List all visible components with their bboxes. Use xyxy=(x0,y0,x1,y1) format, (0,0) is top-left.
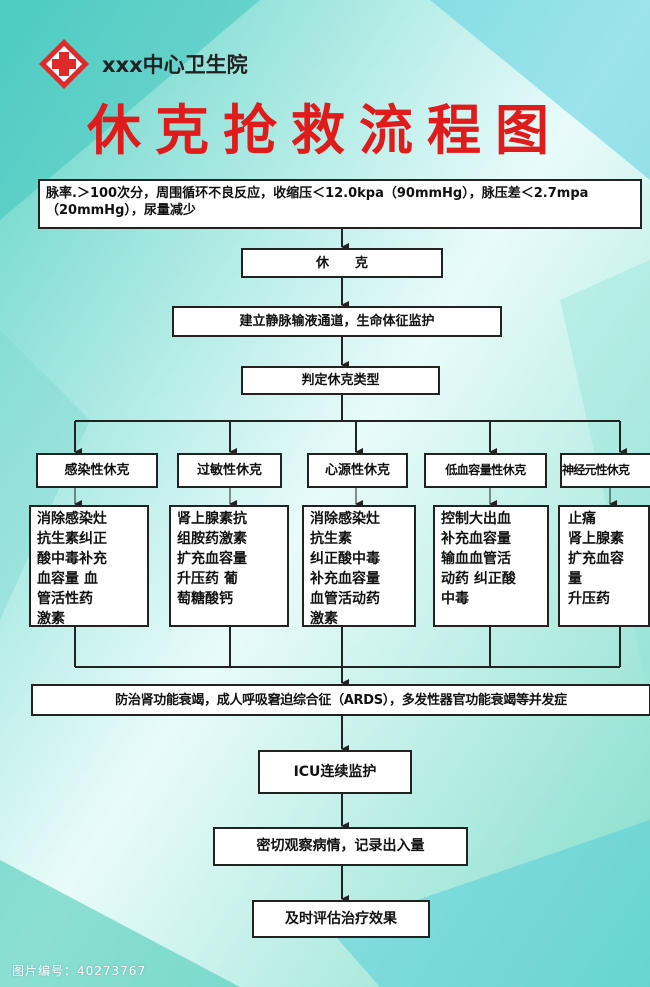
hospital-name: xxx中心卫生院 xyxy=(102,53,248,77)
page-title: 休克抢救流程图 xyxy=(87,98,563,162)
observe-box: 密切观察病情，记录出入量 xyxy=(213,827,468,866)
treatment-box-septic: 消除感染灶 抗生素纠正 酸中毒补充 血容量 血 管活性药 激素 xyxy=(29,505,149,627)
header: xxx中心卫生院 xyxy=(38,38,248,90)
watermark: 图片编号：40273767 xyxy=(12,964,147,978)
treatment-box-anaphylactic: 肾上腺素抗 组胺药激素 扩充血容量 升压药 葡 萄糖酸钙 xyxy=(169,505,289,627)
type-box-hypovolemic: 低血容量性休克 xyxy=(424,453,547,488)
iv-monitor-box: 建立静脉输液通道，生命体征监护 xyxy=(172,306,502,337)
type-box-septic: 感染性休克 xyxy=(36,453,158,488)
red-cross-icon xyxy=(39,39,89,89)
criteria-box: 脉率.＞100次分，周围循环不良反应，收缩压＜12.0kpa（90mmHg），脉… xyxy=(38,179,642,229)
evaluate-box: 及时评估治疗效果 xyxy=(252,900,430,938)
complications-box: 防治肾功能衰竭，成人呼吸窘迫综合征（ARDS），多发性器官功能衰竭等并发症 xyxy=(31,684,650,716)
type-box-neurogenic: 神经元性休克 xyxy=(560,453,650,488)
classify-box: 判定休克类型 xyxy=(241,366,440,395)
icu-box: ICU连续监护 xyxy=(258,750,412,794)
treatment-box-neurogenic: 止痛 肾上腺素 扩充血容 量 升压药 xyxy=(558,505,650,627)
type-box-cardiogenic: 心源性休克 xyxy=(307,453,408,488)
type-box-anaphylactic: 过敏性休克 xyxy=(177,453,282,488)
treatment-box-hypovolemic: 控制大出血 补充血容量 输血血管活 动药 纠正酸 中毒 xyxy=(433,505,549,627)
shock-box: 休 克 xyxy=(241,248,443,278)
treatment-box-cardiogenic: 消除感染灶 抗生素 纠正酸中毒 补充血容量 血管活动药 激素 xyxy=(302,505,416,627)
